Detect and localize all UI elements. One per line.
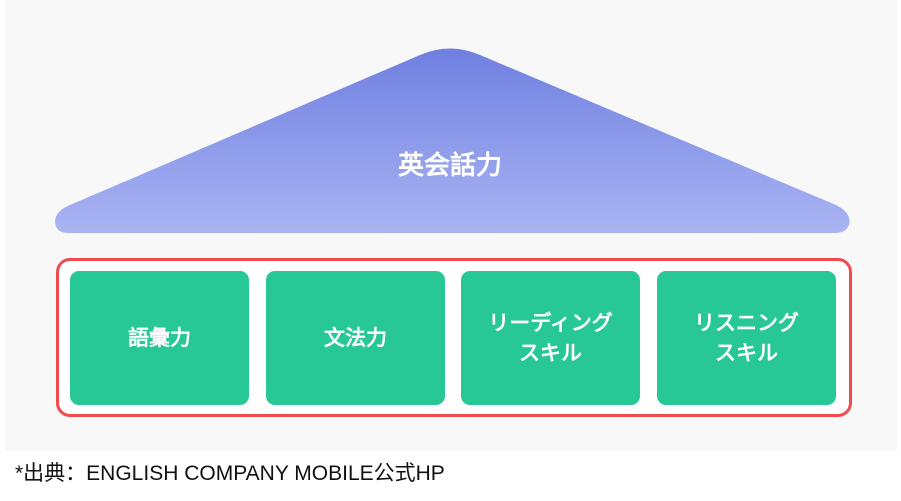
pillar-grammar: 文法力 (266, 271, 445, 405)
pillar-reading: リーディング スキル (461, 271, 640, 405)
roof-triangle (55, 48, 850, 233)
source-caption: *出典：ENGLISH COMPANY MOBILE公式HP (15, 462, 445, 485)
roof-label: 英会話力 (397, 151, 502, 181)
pillar-vocabulary: 語彙力 (70, 271, 249, 405)
pillar-listening: リスニング スキル (657, 271, 836, 405)
